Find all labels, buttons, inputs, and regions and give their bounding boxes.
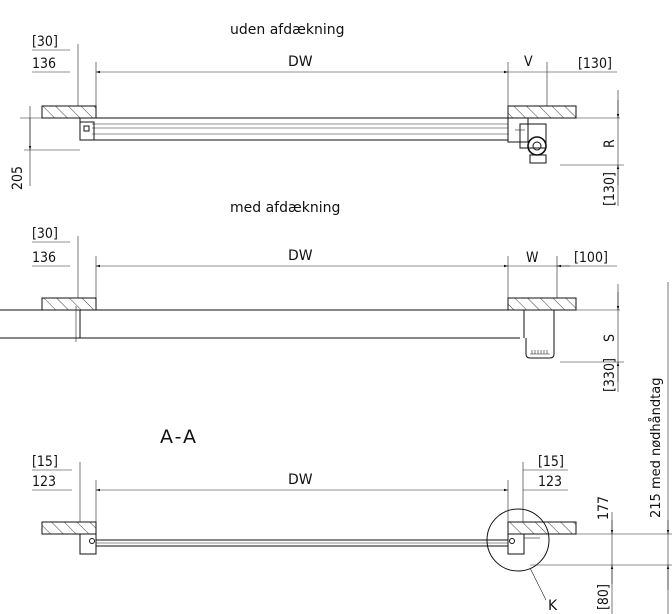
dim-v-label: V	[524, 54, 533, 70]
cover-middle	[0, 306, 555, 359]
side-note-emergency-handle: 215 med nødhåndtag	[649, 378, 664, 518]
wall-right-bottom	[507, 521, 577, 535]
section-label-aa: A-A	[160, 426, 198, 448]
section-title-top: uden afdækning	[230, 22, 344, 38]
side-note-group: 215 med nødhåndtag	[630, 282, 672, 614]
dim-177: 177	[596, 496, 612, 520]
dim-w-label: W	[526, 250, 539, 266]
detail-label-k: K	[548, 598, 558, 614]
wall-left-top	[41, 105, 97, 119]
dim-dw-bottom: DW	[288, 472, 313, 488]
dim-left-middle: 136	[32, 250, 56, 266]
bracket-left-top: [30]	[32, 34, 58, 50]
rail-top	[79, 117, 509, 141]
section-a-a: A-A [15] 123 DW [15] 123 K	[32, 426, 672, 614]
bracket-right-middle: [100]	[574, 250, 608, 266]
bracket-left-middle: [30]	[32, 226, 58, 242]
section-uden-afdaekning: uden afdækning [30] 136 DW V [130]	[10, 22, 624, 206]
rail-bottom	[79, 533, 540, 555]
dim-right-bottom: 123	[538, 474, 562, 490]
dim-205: 205	[10, 166, 26, 190]
section-med-afdaekning: med afdækning [30] 136 DW W [100]	[0, 200, 624, 392]
dim-dw-top: DW	[288, 54, 313, 70]
bracket-right-top: [130]	[578, 56, 612, 72]
wall-left-middle	[41, 297, 97, 311]
bracket-vertical-s: [330]	[602, 358, 618, 392]
dim-s-label: S	[602, 334, 618, 342]
bracket-left-bottom: [15]	[32, 454, 58, 470]
motor-unit-top	[507, 117, 547, 164]
wall-right-top	[507, 105, 577, 119]
section-title-middle: med afdækning	[230, 200, 340, 216]
bracket-vertical-80: [80]	[596, 584, 612, 610]
dim-dw-middle: DW	[288, 248, 313, 264]
wall-left-bottom	[41, 521, 97, 535]
detail-circle-k	[486, 508, 550, 572]
dim-left-top: 136	[32, 56, 56, 72]
dim-r-label: R	[602, 139, 618, 148]
bracket-vertical-r: [130]	[602, 172, 618, 206]
bracket-right-bottom: [15]	[538, 454, 564, 470]
wall-right-middle	[507, 297, 577, 311]
dim-left-bottom: 123	[32, 474, 56, 490]
